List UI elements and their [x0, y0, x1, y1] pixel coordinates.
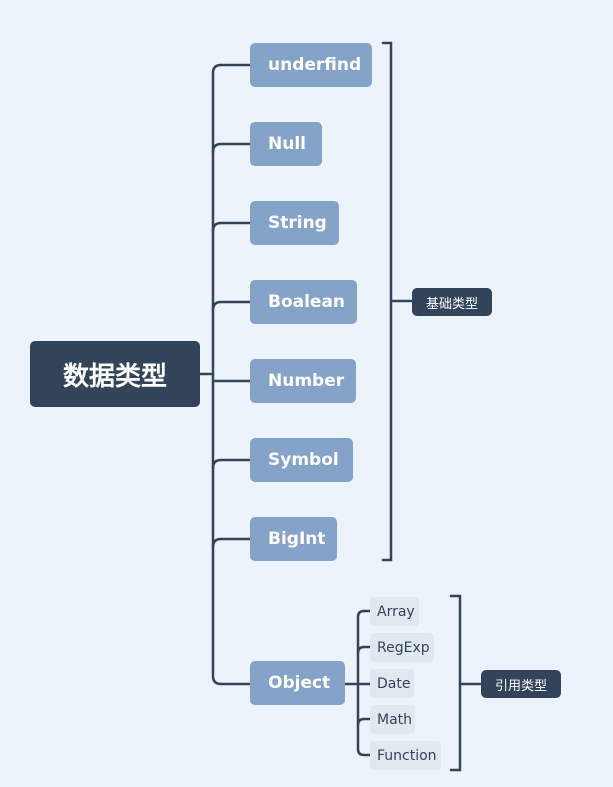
subtopic-date[interactable]: Date	[370, 669, 414, 698]
topic-number[interactable]: Number	[250, 359, 356, 403]
topic-string[interactable]: String	[250, 201, 339, 245]
branch-boalean	[211, 300, 252, 312]
branch-regexp	[356, 645, 372, 655]
summary-reference-types[interactable]: 引用类型	[481, 670, 561, 698]
branch-math	[356, 717, 372, 727]
reference-bracket	[449, 594, 462, 772]
summary-primitive-types[interactable]: 基础类型	[412, 288, 492, 316]
object-trunk	[356, 609, 372, 757]
topic-underfind[interactable]: underfind	[250, 43, 372, 87]
branch-string	[211, 221, 252, 233]
branch-bigint	[211, 537, 252, 549]
subtopic-function[interactable]: Function	[370, 741, 441, 770]
topic-bigint[interactable]: BigInt	[250, 517, 337, 561]
topic-boalean[interactable]: Boalean	[250, 280, 357, 324]
topic-object[interactable]: Object	[250, 661, 345, 705]
topic-symbol[interactable]: Symbol	[250, 438, 353, 482]
subtopic-array[interactable]: Array	[370, 597, 419, 626]
main-trunk	[211, 63, 252, 686]
branch-symbol	[211, 458, 252, 470]
subtopic-math[interactable]: Math	[370, 705, 415, 734]
subtopic-regexp[interactable]: RegExp	[370, 633, 434, 662]
topic-null[interactable]: Null	[250, 122, 322, 166]
branch-null	[211, 142, 252, 154]
primitive-bracket	[381, 41, 393, 562]
root-topic[interactable]: 数据类型	[30, 341, 200, 407]
